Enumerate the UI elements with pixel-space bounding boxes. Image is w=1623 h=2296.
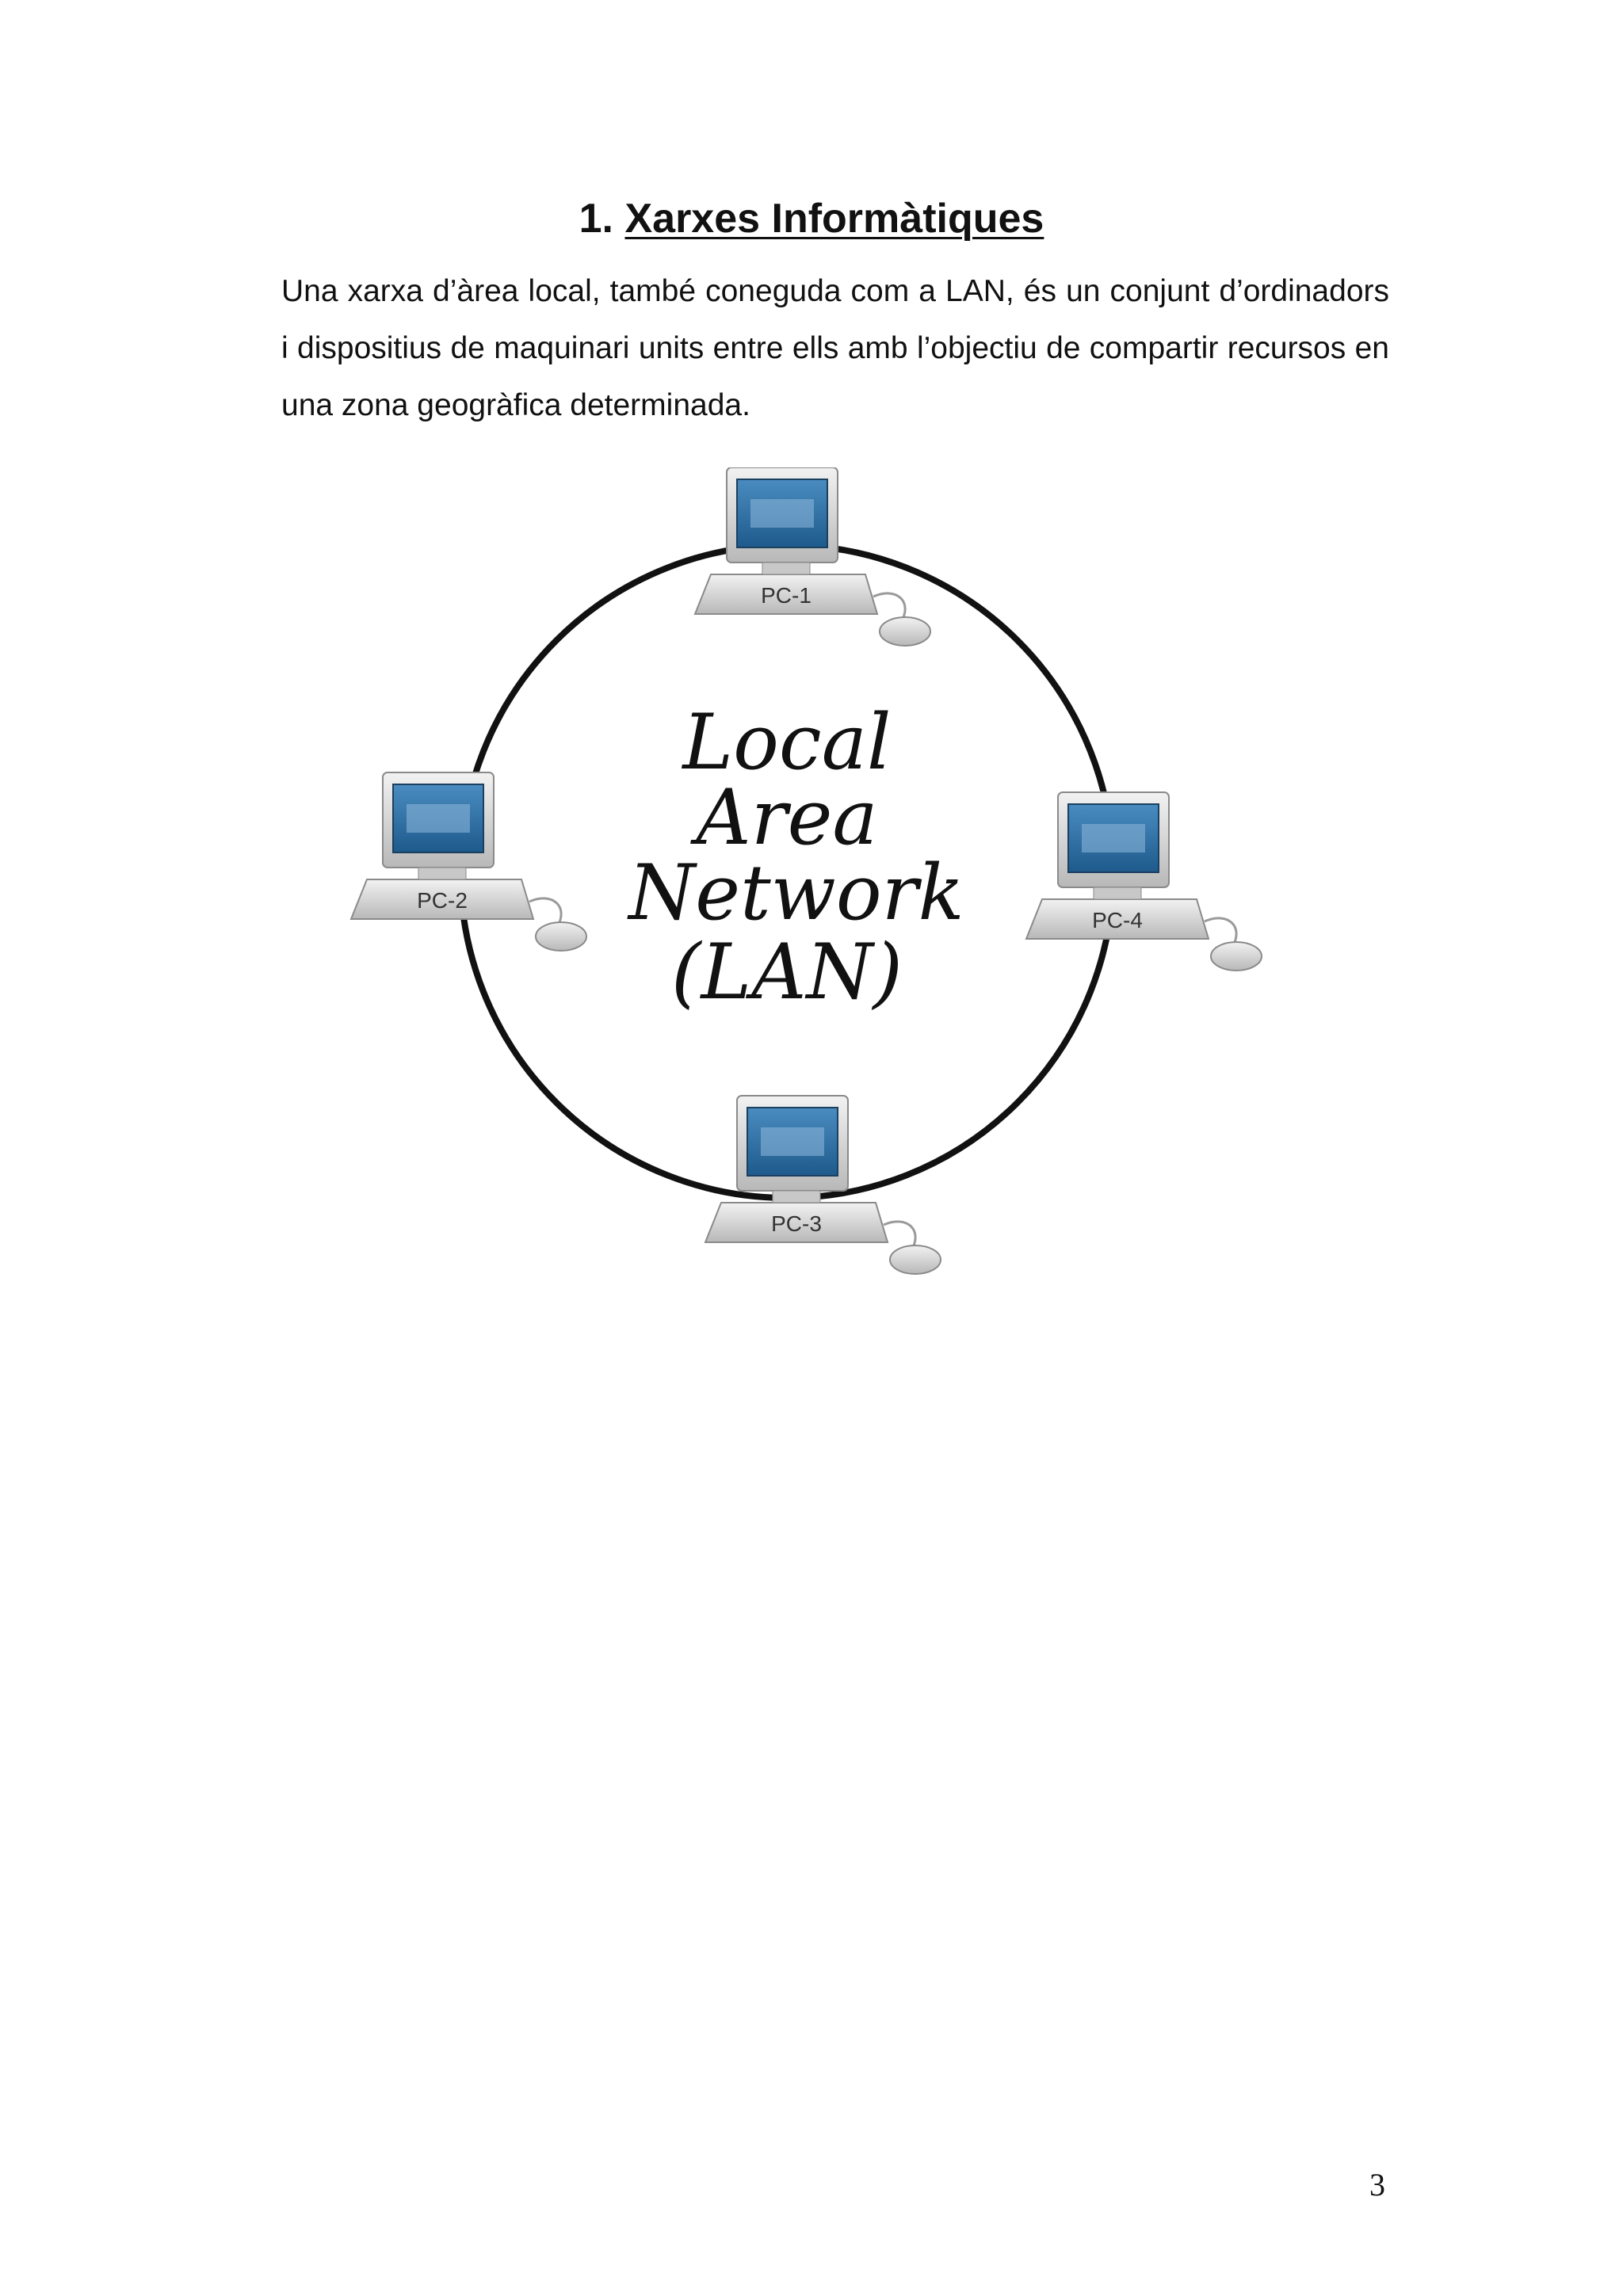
pc-4-node: PC-4	[1025, 791, 1263, 972]
center-line-2: Area	[689, 773, 877, 862]
page-number: 3	[1369, 2167, 1385, 2203]
center-line-3: Network	[627, 849, 964, 937]
center-line-4: (LAN)	[671, 928, 903, 1016]
pc-2-node: PC-2	[349, 771, 588, 952]
lan-diagram: Local Area Network (LAN) PC-1 PC-2 PC-4 …	[349, 467, 1263, 1276]
section-heading: 1. Xarxes Informàtiques	[0, 193, 1623, 244]
pc-1-label: PC-1	[761, 583, 812, 608]
pc-1-node: PC-1	[693, 467, 932, 647]
computer-icon	[1025, 791, 1263, 972]
pc-4-label: PC-4	[1092, 908, 1143, 933]
section-title: Xarxes Informàtiques	[624, 196, 1044, 242]
center-line-1: Local	[681, 698, 891, 787]
computer-icon	[704, 1094, 942, 1276]
intro-paragraph: Una xarxa d’àrea local, també coneguda c…	[281, 274, 1389, 422]
pc-3-label: PC-3	[771, 1211, 822, 1236]
computer-icon	[693, 467, 932, 647]
computer-icon	[349, 771, 588, 952]
section-number: 1.	[579, 196, 614, 242]
pc-3-node: PC-3	[704, 1094, 942, 1276]
pc-2-label: PC-2	[417, 888, 468, 913]
center-label: Local Area Network (LAN)	[627, 698, 964, 1016]
